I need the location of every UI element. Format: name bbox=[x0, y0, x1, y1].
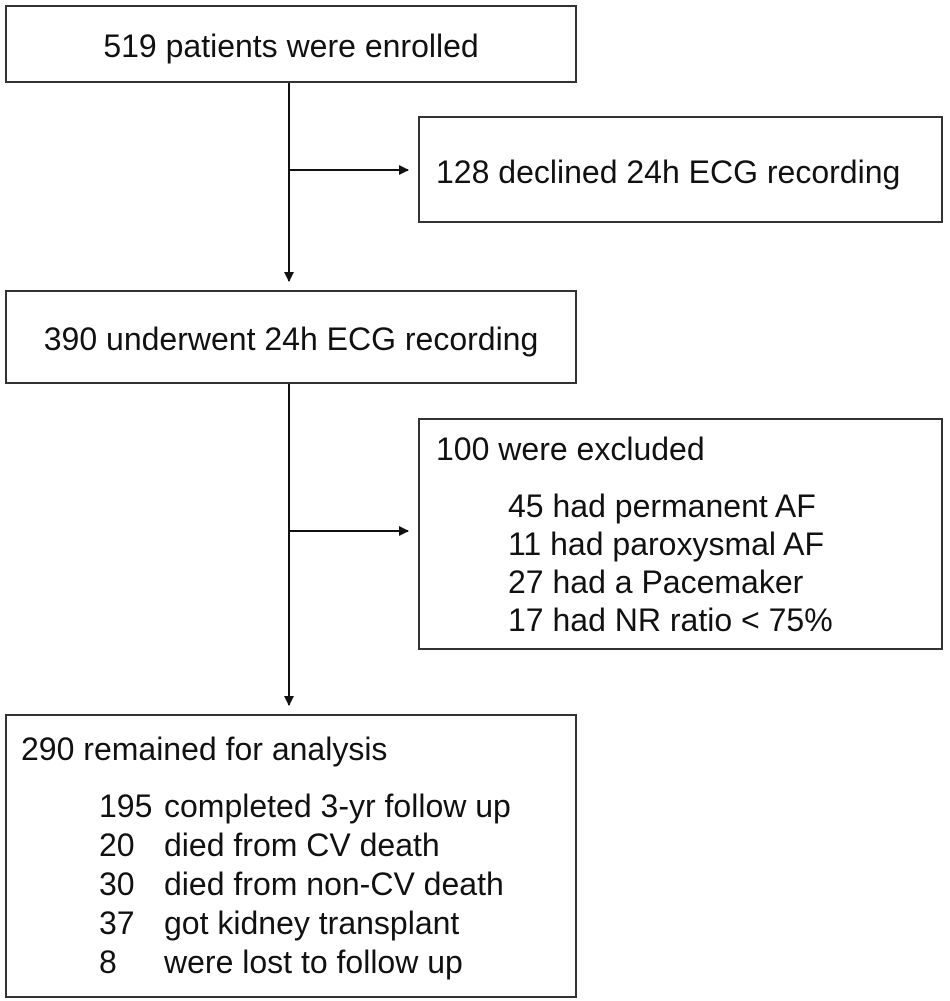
underwent-text: 390 underwent 24h ECG recording bbox=[43, 321, 539, 357]
excluded-item: 17 had NR ratio < 75% bbox=[508, 602, 833, 638]
excluded-item: 11 had paroxysmal AF bbox=[508, 526, 825, 562]
outcome-count: 20 bbox=[99, 827, 135, 863]
excluded-title: 100 were excluded bbox=[436, 431, 705, 467]
declined-box: 128 declined 24h ECG recording bbox=[418, 116, 943, 223]
excluded-item: 27 had a Pacemaker bbox=[508, 564, 804, 600]
remained-title: 290 remained for analysis bbox=[21, 731, 388, 767]
excluded-box: 100 were excluded 45 had permanent AF 11… bbox=[418, 418, 943, 650]
underwent-box: 390 underwent 24h ECG recording bbox=[5, 290, 577, 384]
outcome-count: 30 bbox=[99, 866, 135, 902]
outcome-count: 195 bbox=[99, 788, 153, 824]
outcome-label: were lost to follow up bbox=[164, 944, 463, 980]
outcome-label: died from CV death bbox=[164, 827, 440, 863]
outcome-count: 8 bbox=[99, 944, 117, 980]
outcome-label: died from non-CV death bbox=[164, 866, 504, 902]
enrolled-text: 519 patients were enrolled bbox=[103, 28, 479, 64]
declined-text: 128 declined 24h ECG recording bbox=[436, 154, 901, 190]
remained-box: 290 remained for analysis 195 completed … bbox=[5, 714, 577, 998]
excluded-item: 45 had permanent AF bbox=[508, 488, 816, 524]
enrolled-box: 519 patients were enrolled bbox=[5, 5, 577, 83]
outcome-label: got kidney transplant bbox=[164, 905, 460, 941]
outcome-count: 37 bbox=[99, 905, 135, 941]
outcome-label: completed 3-yr follow up bbox=[164, 788, 511, 824]
